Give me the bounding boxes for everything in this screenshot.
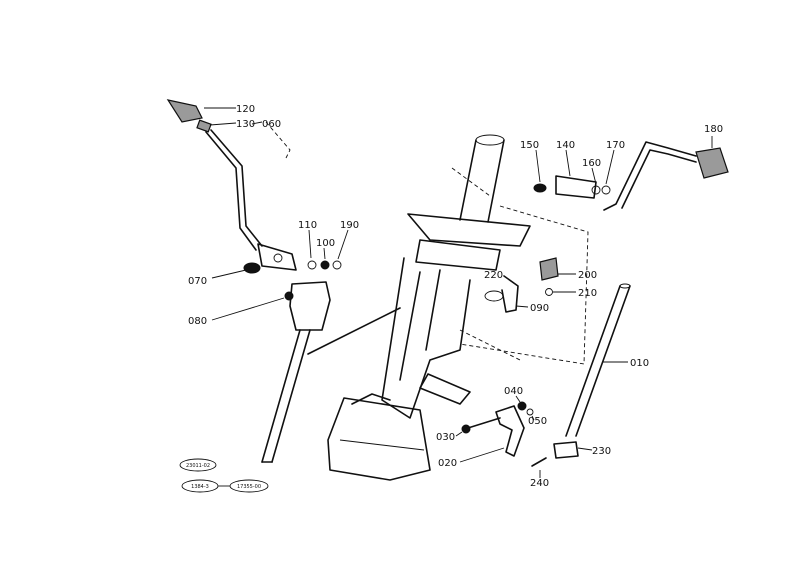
label-030: 030 (436, 432, 455, 443)
label-150: 150 (520, 140, 539, 151)
clip-230 (553, 441, 579, 459)
label-080: 080 (188, 316, 207, 327)
badge-right-text: 17355-00 (237, 484, 261, 490)
label-040: 040 (504, 386, 523, 397)
hub-140 (555, 175, 597, 199)
base-line (339, 439, 425, 451)
link-rod (307, 307, 401, 355)
nut-190 (332, 260, 342, 270)
label-100: 100 (316, 238, 335, 249)
label-010: 010 (630, 358, 649, 369)
crank-rod-edge (621, 149, 697, 209)
washer-040 (517, 401, 527, 411)
column-center-dash (451, 167, 491, 197)
hub-hole (273, 253, 283, 263)
column-body (381, 257, 471, 419)
badge-left-text: 1384-3 (191, 484, 209, 490)
mid-flange (415, 239, 501, 271)
crank-rod (603, 141, 697, 211)
label-140: 140 (556, 140, 575, 151)
ring-220 (484, 290, 504, 302)
arm-020 (495, 405, 525, 457)
upper-flange (407, 213, 531, 247)
nut-050 (526, 408, 534, 416)
label-090: 090 (530, 303, 549, 314)
badge-top-text: 23011-02 (186, 463, 210, 469)
washer-100 (320, 260, 330, 270)
label-130: 130 (236, 119, 255, 130)
washer-110 (307, 260, 317, 270)
base-mount (351, 393, 391, 405)
label-110: 110 (298, 220, 317, 231)
label-170: 170 (606, 140, 625, 151)
rod-010-top (619, 283, 631, 289)
long-shaft-left (261, 329, 301, 463)
label-200: 200 (578, 270, 597, 281)
pin-240 (531, 457, 547, 467)
lower-bracket (419, 373, 471, 405)
lever-hub (257, 243, 297, 271)
knob-070 (243, 262, 261, 274)
badge-right-oval (229, 479, 269, 493)
washer-160 (591, 185, 601, 195)
rod-010-left (565, 285, 621, 437)
nut-170 (601, 185, 611, 195)
label-190: 190 (340, 220, 359, 231)
bolt-head-030 (461, 424, 471, 434)
lever-rod-edge (210, 129, 263, 247)
bolt-080 (284, 291, 294, 301)
label-240: 240 (530, 478, 549, 489)
bracket-080 (289, 281, 331, 331)
column-rib-2 (425, 269, 441, 351)
pin-090 (501, 275, 519, 313)
right-lever-assembly (531, 141, 729, 467)
column-rib (399, 271, 421, 381)
label-060: 060 (262, 119, 281, 130)
part-number-labels: 120 130 060 070 080 110 100 190 150 140 … (188, 104, 723, 489)
reference-badges: 23011-02 1384-3 17355-00 (179, 458, 269, 493)
collar-130 (196, 119, 212, 133)
bolt-150 (533, 183, 547, 193)
label-070: 070 (188, 276, 207, 287)
guide-060 (265, 121, 291, 159)
label-120: 120 (236, 104, 255, 115)
block-200 (539, 257, 559, 281)
bolt-030 (467, 417, 501, 429)
outline-dash-2 (459, 329, 521, 361)
lever-rod (205, 131, 257, 251)
badge-top-oval (179, 458, 217, 472)
gearbox-base (327, 397, 431, 481)
outline-dash (459, 205, 589, 365)
washer-210 (545, 288, 553, 296)
rod-010-right (575, 285, 631, 437)
label-210: 210 (578, 288, 597, 299)
label-160: 160 (582, 158, 601, 169)
label-230: 230 (592, 446, 611, 457)
knob-180 (695, 147, 729, 179)
column-tube-left (459, 139, 477, 221)
label-020: 020 (438, 458, 457, 469)
lever-knob-120 (166, 99, 203, 123)
column-tube-right (487, 139, 505, 223)
label-050: 050 (528, 416, 547, 427)
leader-lines (204, 107, 713, 478)
label-180: 180 (704, 124, 723, 135)
steering-column (327, 134, 589, 481)
label-220: 220 (484, 270, 503, 281)
left-lever-assembly (166, 99, 401, 463)
long-shaft-right (271, 329, 311, 463)
column-top (475, 134, 505, 146)
